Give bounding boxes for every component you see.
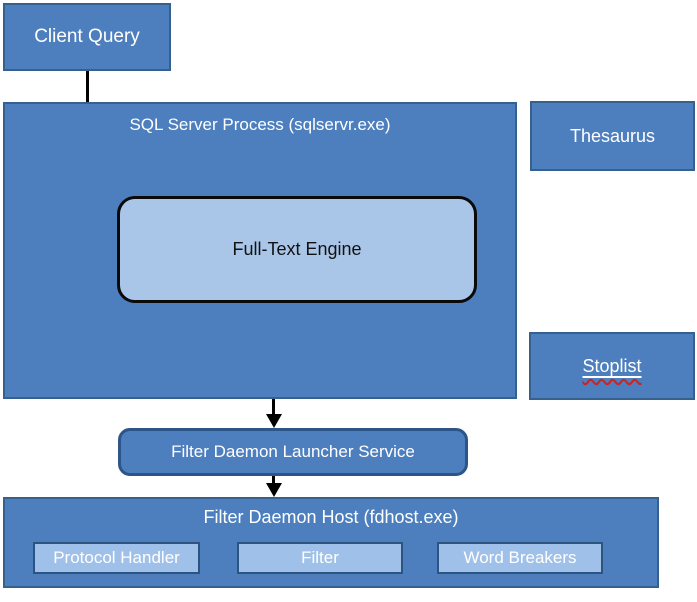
full-text-engine-label: Full-Text Engine [232, 239, 362, 259]
arrow-launcher-to-host-head [266, 483, 282, 497]
filter-label: Filter [301, 548, 339, 567]
arrow-launcher-to-host-line [272, 476, 275, 484]
arrow-sql-to-launcher-line [272, 399, 275, 415]
sql-server-process-title: SQL Server Process (sqlservr.exe) [129, 115, 391, 134]
word-breakers-box: Word Breakers [437, 542, 603, 574]
filter-daemon-host-box: Filter Daemon Host (fdhost.exe) Protocol… [3, 497, 659, 588]
client-query-label: Client Query [34, 26, 140, 47]
filter-daemon-launcher-label: Filter Daemon Launcher Service [171, 442, 415, 461]
thesaurus-label: Thesaurus [569, 125, 656, 146]
protocol-handler-label: Protocol Handler [53, 548, 180, 567]
full-text-engine-box: Full-Text Engine [117, 196, 477, 303]
filter-box: Filter [237, 542, 403, 574]
client-query-box: Client Query [3, 3, 171, 71]
stoplist-squiggle: Stoplist [582, 356, 641, 377]
filter-daemon-launcher-box: Filter Daemon Launcher Service [118, 428, 468, 476]
stoplist-label: Stoplist [582, 355, 642, 376]
thesaurus-box: Thesaurus [530, 101, 695, 171]
filter-daemon-host-title: Filter Daemon Host (fdhost.exe) [203, 507, 459, 527]
protocol-handler-box: Protocol Handler [33, 542, 200, 574]
word-breakers-label: Word Breakers [463, 548, 577, 567]
stoplist-box: Stoplist [529, 332, 695, 400]
arrow-sql-to-launcher-head [266, 414, 282, 428]
